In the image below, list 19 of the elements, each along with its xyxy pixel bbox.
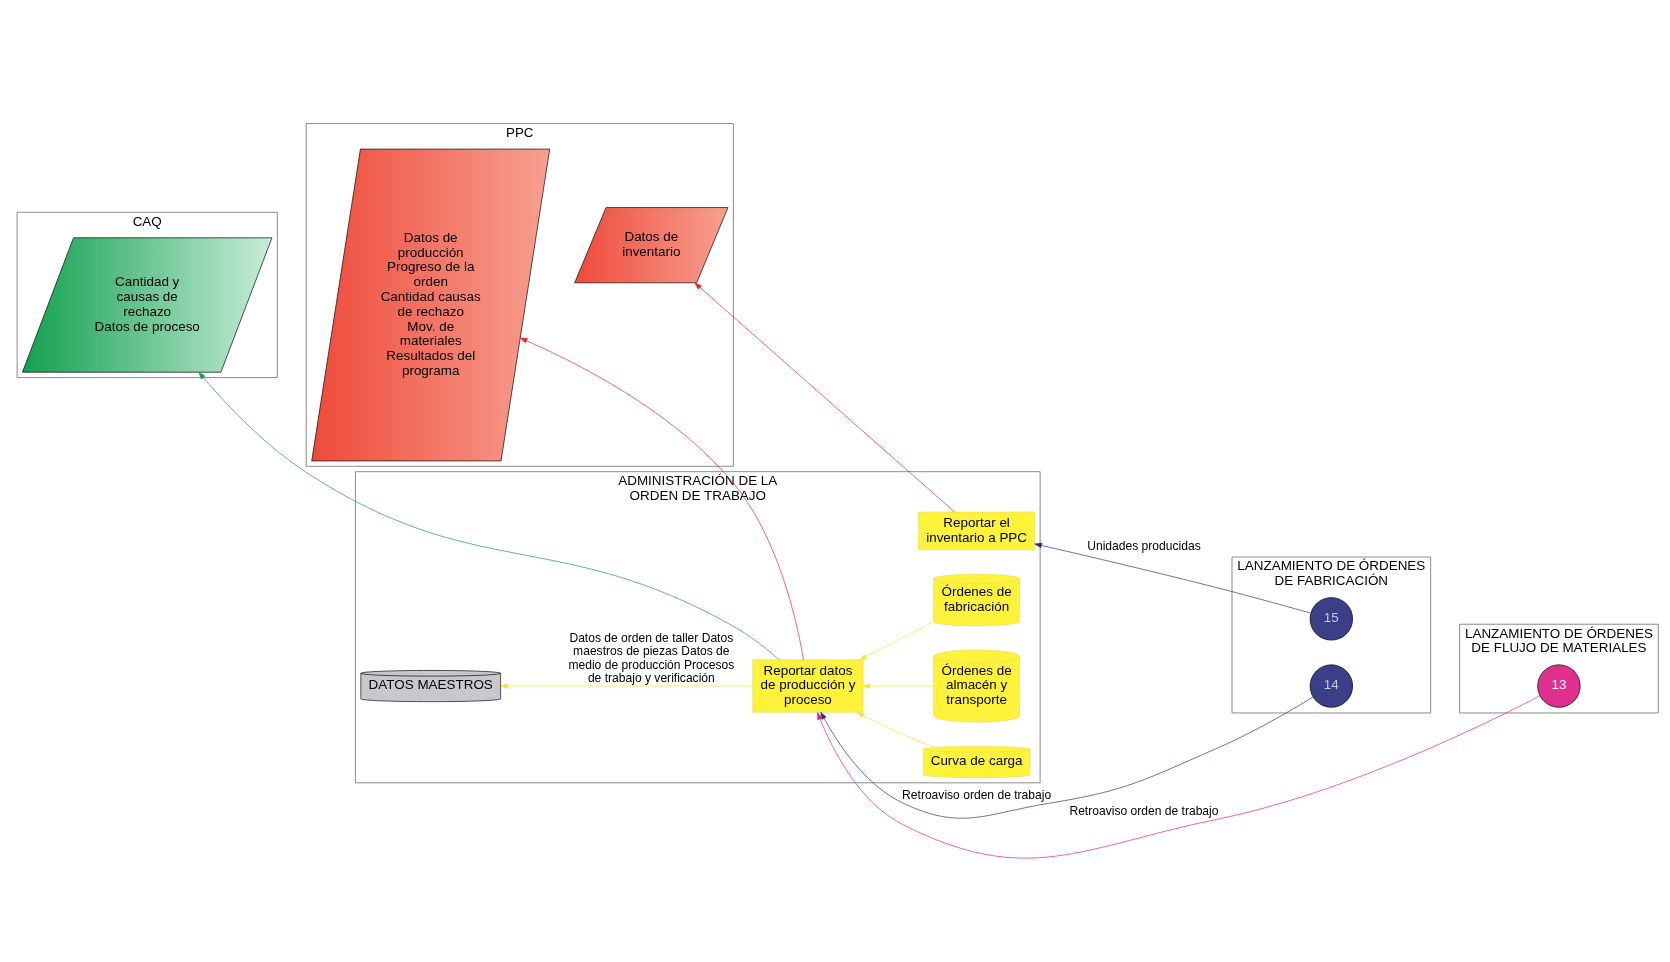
node-circle: 13 <box>1537 663 1581 708</box>
arrow <box>859 621 934 660</box>
edge-label: Datos de orden de taller Datos maestros de piezas Datos de medio de producción Procesos de trabajo y verificación <box>568 630 735 685</box>
arrow <box>198 371 780 660</box>
edge-label: Unidades producidas <box>1087 538 1201 553</box>
edge-label: Retroaviso orden de trabajo <box>902 787 1052 802</box>
arrow <box>820 696 1314 819</box>
arrow <box>1034 542 1311 613</box>
arrow <box>500 682 754 689</box>
node-circle: 15 <box>1309 596 1353 640</box>
node-box: Reportar el inventario a PPC <box>918 511 1036 550</box>
node-box: Reportar datos de producción y proceso <box>752 659 864 713</box>
arrow <box>519 337 804 660</box>
arrow <box>817 695 1541 858</box>
edge-label: Retroaviso orden de trabajo <box>1069 803 1219 818</box>
arrow <box>862 682 934 689</box>
node-circle: 14 <box>1309 663 1353 708</box>
arrow <box>856 711 935 747</box>
arrow <box>694 282 955 512</box>
